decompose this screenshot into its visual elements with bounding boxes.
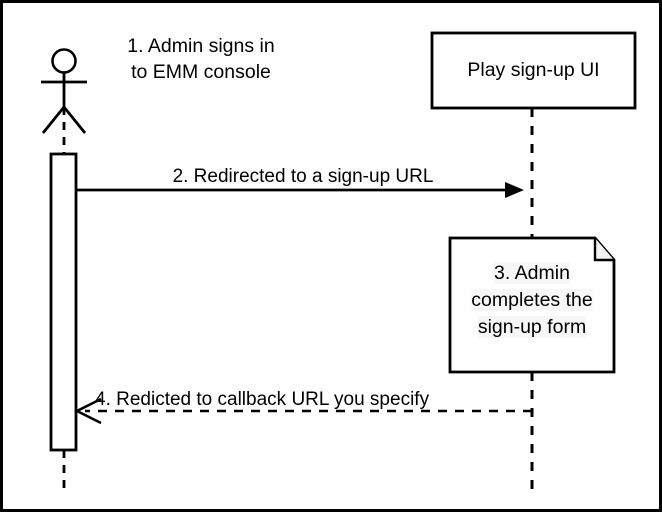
note-label-line-2: completes the (471, 289, 593, 311)
actor-activation-bar (49, 152, 78, 452)
message-4-label: 4. Redicted to callback URL you specify (95, 389, 430, 410)
note-label-line-1: 3. Admin (494, 262, 570, 284)
message-4-arrow (74, 397, 532, 425)
diagram-graphics (41, 31, 637, 495)
message-2-label: 2. Redirected to a sign-up URL (172, 166, 434, 187)
message-2-arrow (76, 182, 524, 198)
note-label-line-3: sign-up form (477, 316, 587, 338)
note-label: 3. Admin completes the sign-up form (454, 260, 610, 341)
participant-label: Play sign-up UI (467, 59, 600, 81)
stick-figure-actor-icon (41, 48, 87, 134)
actor-label: 1. Admin signs in to EMM console (127, 35, 275, 83)
participant-box (430, 31, 637, 110)
